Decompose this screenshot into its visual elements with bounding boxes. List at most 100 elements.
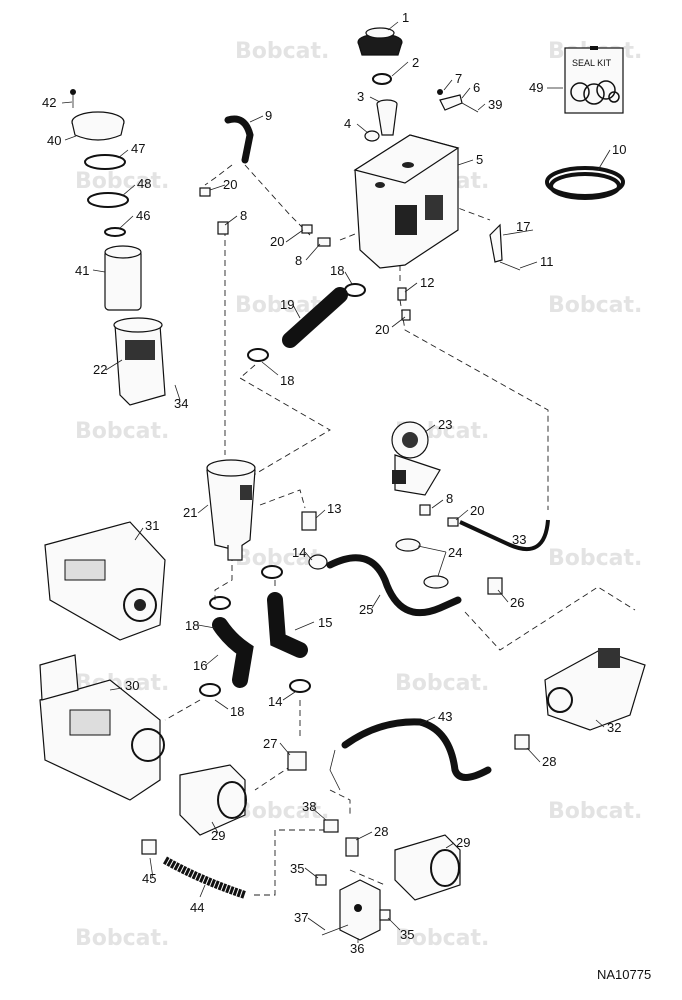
filter-cap xyxy=(70,89,125,141)
filter-element xyxy=(104,245,142,311)
callout-35: 35 xyxy=(290,861,304,876)
callout-34: 34 xyxy=(174,396,188,411)
grommet-pair xyxy=(395,538,449,589)
callout-43: 43 xyxy=(438,709,452,724)
seal-kit-box: SEAL KIT xyxy=(564,46,624,114)
filter-o-ring xyxy=(84,154,126,170)
callout-47: 47 xyxy=(131,141,145,156)
filter-o-ring xyxy=(87,192,129,208)
callout-42: 42 xyxy=(42,95,56,110)
hydraulic-reservoir xyxy=(353,134,460,269)
watermark: Bobcat. xyxy=(548,293,642,318)
watermark-layer: Bobcat. Bobcat. Bobcat. Bobcat. Bobcat. … xyxy=(75,39,642,951)
filler-cap xyxy=(357,27,403,56)
callout-24: 24 xyxy=(448,545,462,560)
hose-clamp xyxy=(199,683,221,697)
watermark: Bobcat. xyxy=(548,546,642,571)
strainer xyxy=(376,99,398,136)
pilot-hose xyxy=(459,519,550,551)
callout-46: 46 xyxy=(136,208,150,223)
gear-pump xyxy=(179,764,247,836)
drive-motor xyxy=(544,648,646,731)
callout-8: 8 xyxy=(240,208,247,223)
callout-20d: 20 xyxy=(470,503,484,518)
callout-41: 41 xyxy=(75,263,89,278)
callout-22: 22 xyxy=(93,362,107,377)
callout-39: 39 xyxy=(488,97,502,112)
callout-20: 20 xyxy=(223,177,237,192)
callout-16: 16 xyxy=(193,658,207,673)
callout-25: 25 xyxy=(359,602,373,617)
watermark: Bobcat. xyxy=(395,671,489,696)
callout-28: 28 xyxy=(542,754,556,769)
coiled-tubing xyxy=(545,166,625,200)
callout-20b: 20 xyxy=(270,234,284,249)
filter-o-ring xyxy=(104,227,126,237)
callout-13: 13 xyxy=(327,501,341,516)
callout-33: 33 xyxy=(512,532,526,547)
return-hose xyxy=(341,718,492,781)
tee-fitting xyxy=(287,749,359,857)
callout-14: 14 xyxy=(292,545,306,560)
case-drain-hose xyxy=(163,856,247,899)
callout-48: 48 xyxy=(137,176,151,191)
hose-clamp xyxy=(261,565,283,579)
callout-1: 1 xyxy=(402,10,409,25)
filter-housing xyxy=(113,317,166,406)
callout-29: 29 xyxy=(211,828,225,843)
callout-18d: 18 xyxy=(230,704,244,719)
callout-2: 2 xyxy=(412,55,419,70)
callout-38: 38 xyxy=(302,799,316,814)
callout-9: 9 xyxy=(265,108,272,123)
callout-15: 15 xyxy=(318,615,332,630)
cap-seal-ring xyxy=(372,73,392,85)
hydrostatic-pump xyxy=(44,521,166,641)
suction-hose xyxy=(282,287,348,348)
watermark: Bobcat. xyxy=(75,169,169,194)
watermark: Bobcat. xyxy=(235,39,329,64)
hose-elbow xyxy=(267,592,308,658)
callout-18c: 18 xyxy=(185,618,199,633)
callout-7: 7 xyxy=(455,71,462,86)
callout-10: 10 xyxy=(612,142,626,157)
callout-18b: 18 xyxy=(280,373,294,388)
callout-11: 11 xyxy=(540,254,554,269)
callout-8b: 8 xyxy=(295,253,302,268)
callout-23: 23 xyxy=(438,417,452,432)
hose-clamp xyxy=(209,596,231,610)
callout-20c: 20 xyxy=(375,322,389,337)
callout-14b: 14 xyxy=(268,694,282,709)
callout-3: 3 xyxy=(357,89,364,104)
watermark: Bobcat. xyxy=(75,926,169,951)
small-fittings xyxy=(199,187,459,527)
fitting xyxy=(141,839,157,855)
callout-49: 49 xyxy=(529,80,543,95)
callout-17: 17 xyxy=(516,219,530,234)
callout-30: 30 xyxy=(125,678,139,693)
callout-37: 37 xyxy=(294,910,308,925)
hose-clamp xyxy=(344,283,366,297)
breather-hose xyxy=(224,115,254,164)
watermark: Bobcat. xyxy=(75,419,169,444)
callout-31: 31 xyxy=(145,518,159,533)
watermark: Bobcat. xyxy=(395,926,489,951)
callout-27: 27 xyxy=(263,736,277,751)
callout-labels: 1 2 3 4 5 6 7 8 8 8 9 10 11 12 13 14 14 … xyxy=(42,10,626,956)
hose-clamp xyxy=(247,348,269,362)
grommet xyxy=(364,130,380,142)
callout-8c: 8 xyxy=(446,491,453,506)
callout-12: 12 xyxy=(420,275,434,290)
hose-clamp xyxy=(289,679,311,693)
fitting xyxy=(301,511,503,595)
gear-pump xyxy=(394,834,461,901)
callout-18: 18 xyxy=(330,263,344,278)
watermark: Bobcat. xyxy=(235,799,329,824)
seal-kit-label: SEAL KIT xyxy=(572,58,612,68)
pressure-hose xyxy=(326,554,462,617)
hose-routing-lines xyxy=(164,164,636,896)
callout-36: 36 xyxy=(350,941,364,956)
hydrostatic-pump xyxy=(39,654,165,801)
callout-5: 5 xyxy=(476,152,483,167)
callout-4: 4 xyxy=(344,116,351,131)
